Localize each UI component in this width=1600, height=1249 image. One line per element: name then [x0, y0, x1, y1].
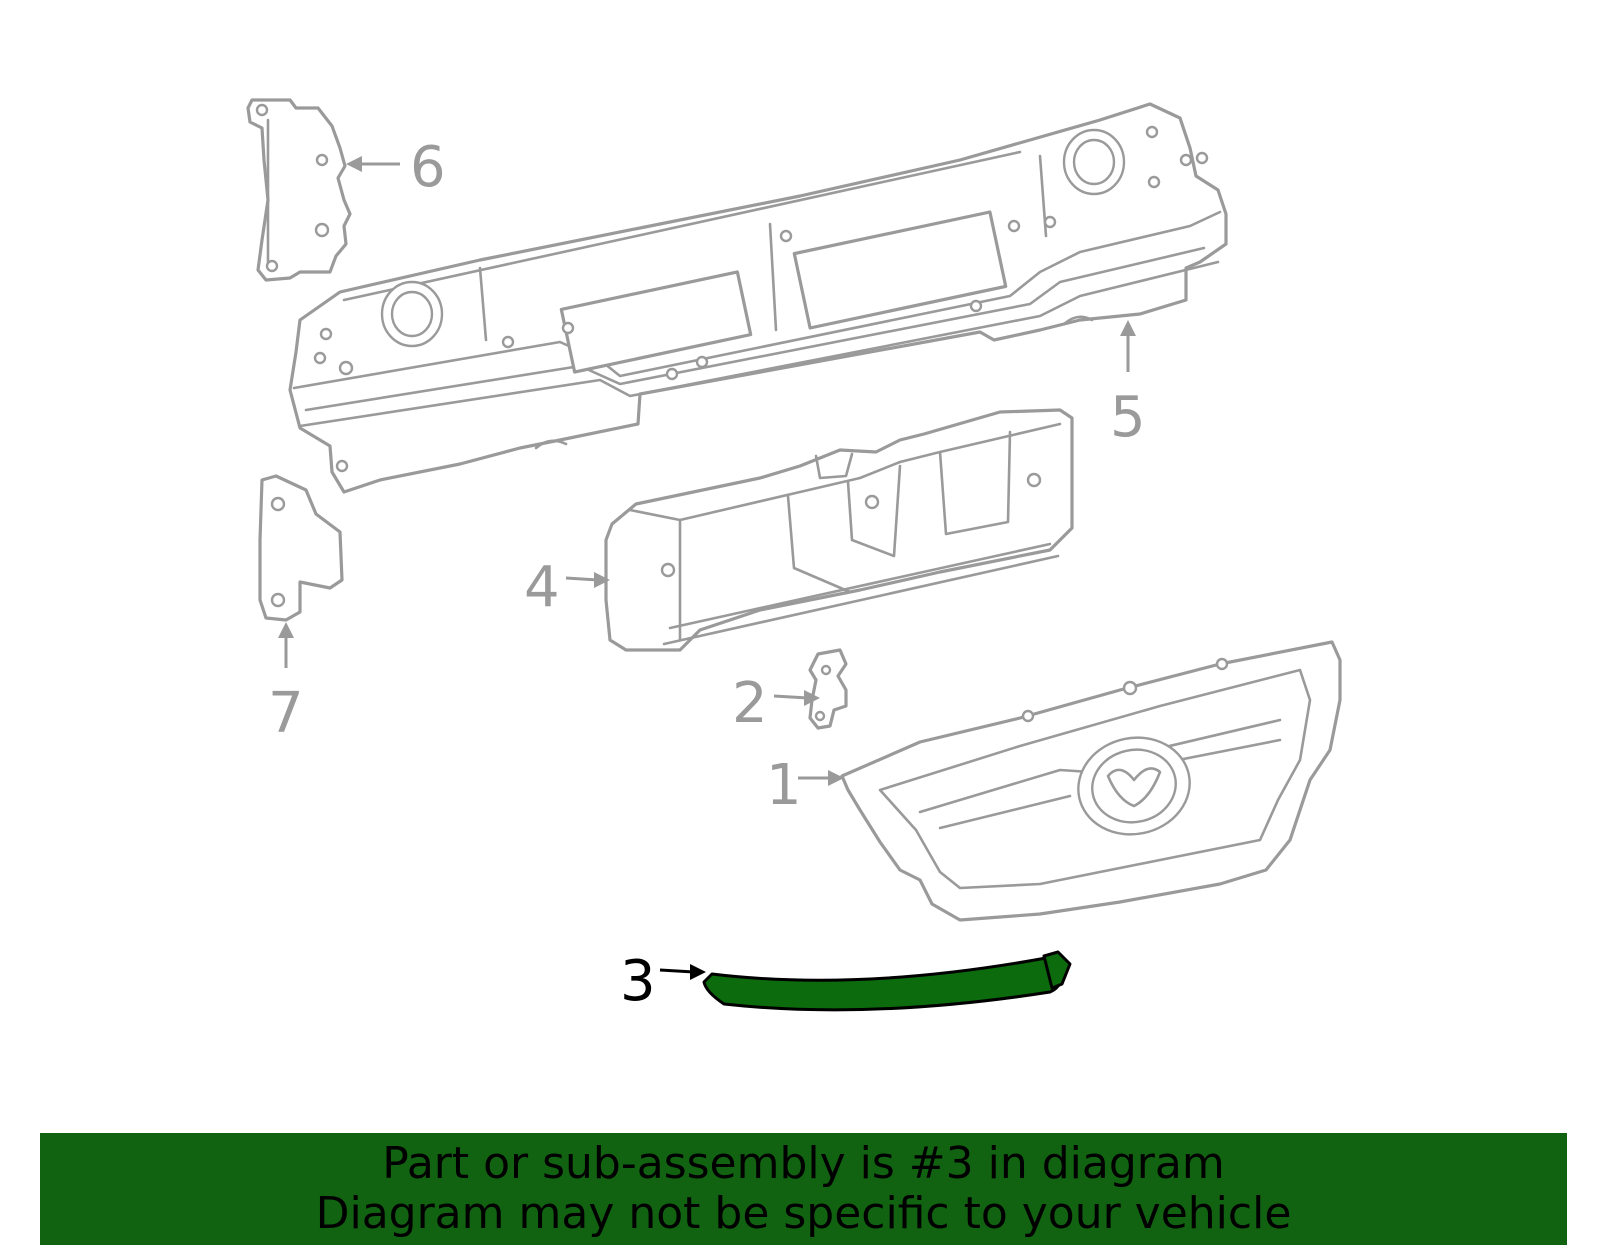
- callout-3-label: 3: [620, 949, 656, 1014]
- callout-2: 2: [732, 671, 820, 736]
- callout-7-label: 7: [268, 681, 304, 746]
- part-1-grille: [840, 640, 1342, 922]
- callout-6: 6: [346, 135, 446, 200]
- banner-line-1: Part or sub-assembly is #3 in diagram: [382, 1138, 1225, 1189]
- callout-1-label: 1: [766, 753, 802, 818]
- notice-banner: Part or sub-assembly is #3 in diagram Di…: [40, 1133, 1567, 1245]
- callout-7: 7: [268, 622, 304, 746]
- banner-line-2: Diagram may not be specific to your vehi…: [315, 1188, 1292, 1239]
- callout-2-label: 2: [732, 671, 768, 736]
- part-6-bracket: [246, 98, 352, 282]
- part-2-clip: [808, 648, 848, 730]
- part-5-reinforcement: [288, 102, 1228, 494]
- callout-3: 3: [620, 949, 706, 1014]
- part-3-molding: [702, 950, 1072, 1012]
- callout-6-label: 6: [410, 135, 446, 200]
- callout-1: 1: [766, 753, 844, 818]
- part-7-bracket: [258, 474, 344, 622]
- callout-5: 5: [1110, 320, 1146, 450]
- part-4-absorber: [604, 408, 1074, 652]
- callout-5-label: 5: [1110, 385, 1146, 450]
- callout-4: 4: [524, 555, 610, 620]
- callout-4-label: 4: [524, 555, 560, 620]
